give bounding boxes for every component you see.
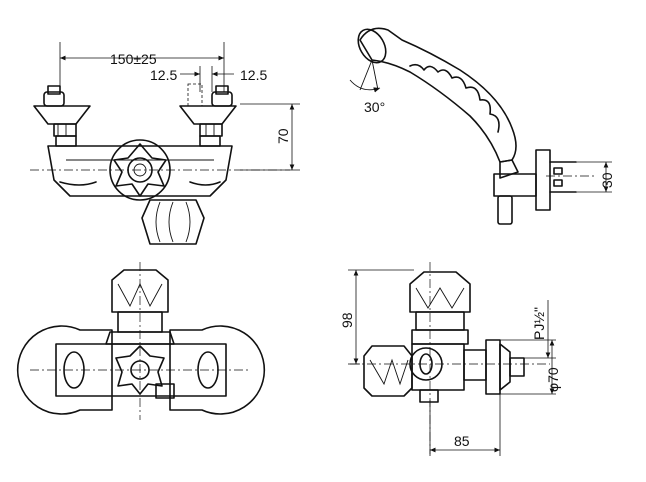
dim-hose-height: 30 <box>599 172 615 188</box>
dim-offset-right: 12.5 <box>240 67 267 83</box>
dim-top-width: 150±25 <box>110 51 157 67</box>
dim-spray-angle: 30° <box>364 99 385 115</box>
top-view <box>16 262 266 420</box>
dim-offset-left: 12.5 <box>150 67 177 83</box>
dim-side-height: 98 <box>339 312 355 328</box>
dim-height-top: 70 <box>275 128 291 144</box>
side-view: 98 PJ½" φ70 85 <box>339 262 561 456</box>
front-view: 150±25 12.5 12.5 <box>30 42 300 245</box>
dim-thread: PJ½" <box>531 307 547 340</box>
dim-flange-dia: φ70 <box>545 367 561 392</box>
dim-depth: 85 <box>454 433 470 449</box>
hand-shower-view: 30° 30 <box>349 27 615 225</box>
